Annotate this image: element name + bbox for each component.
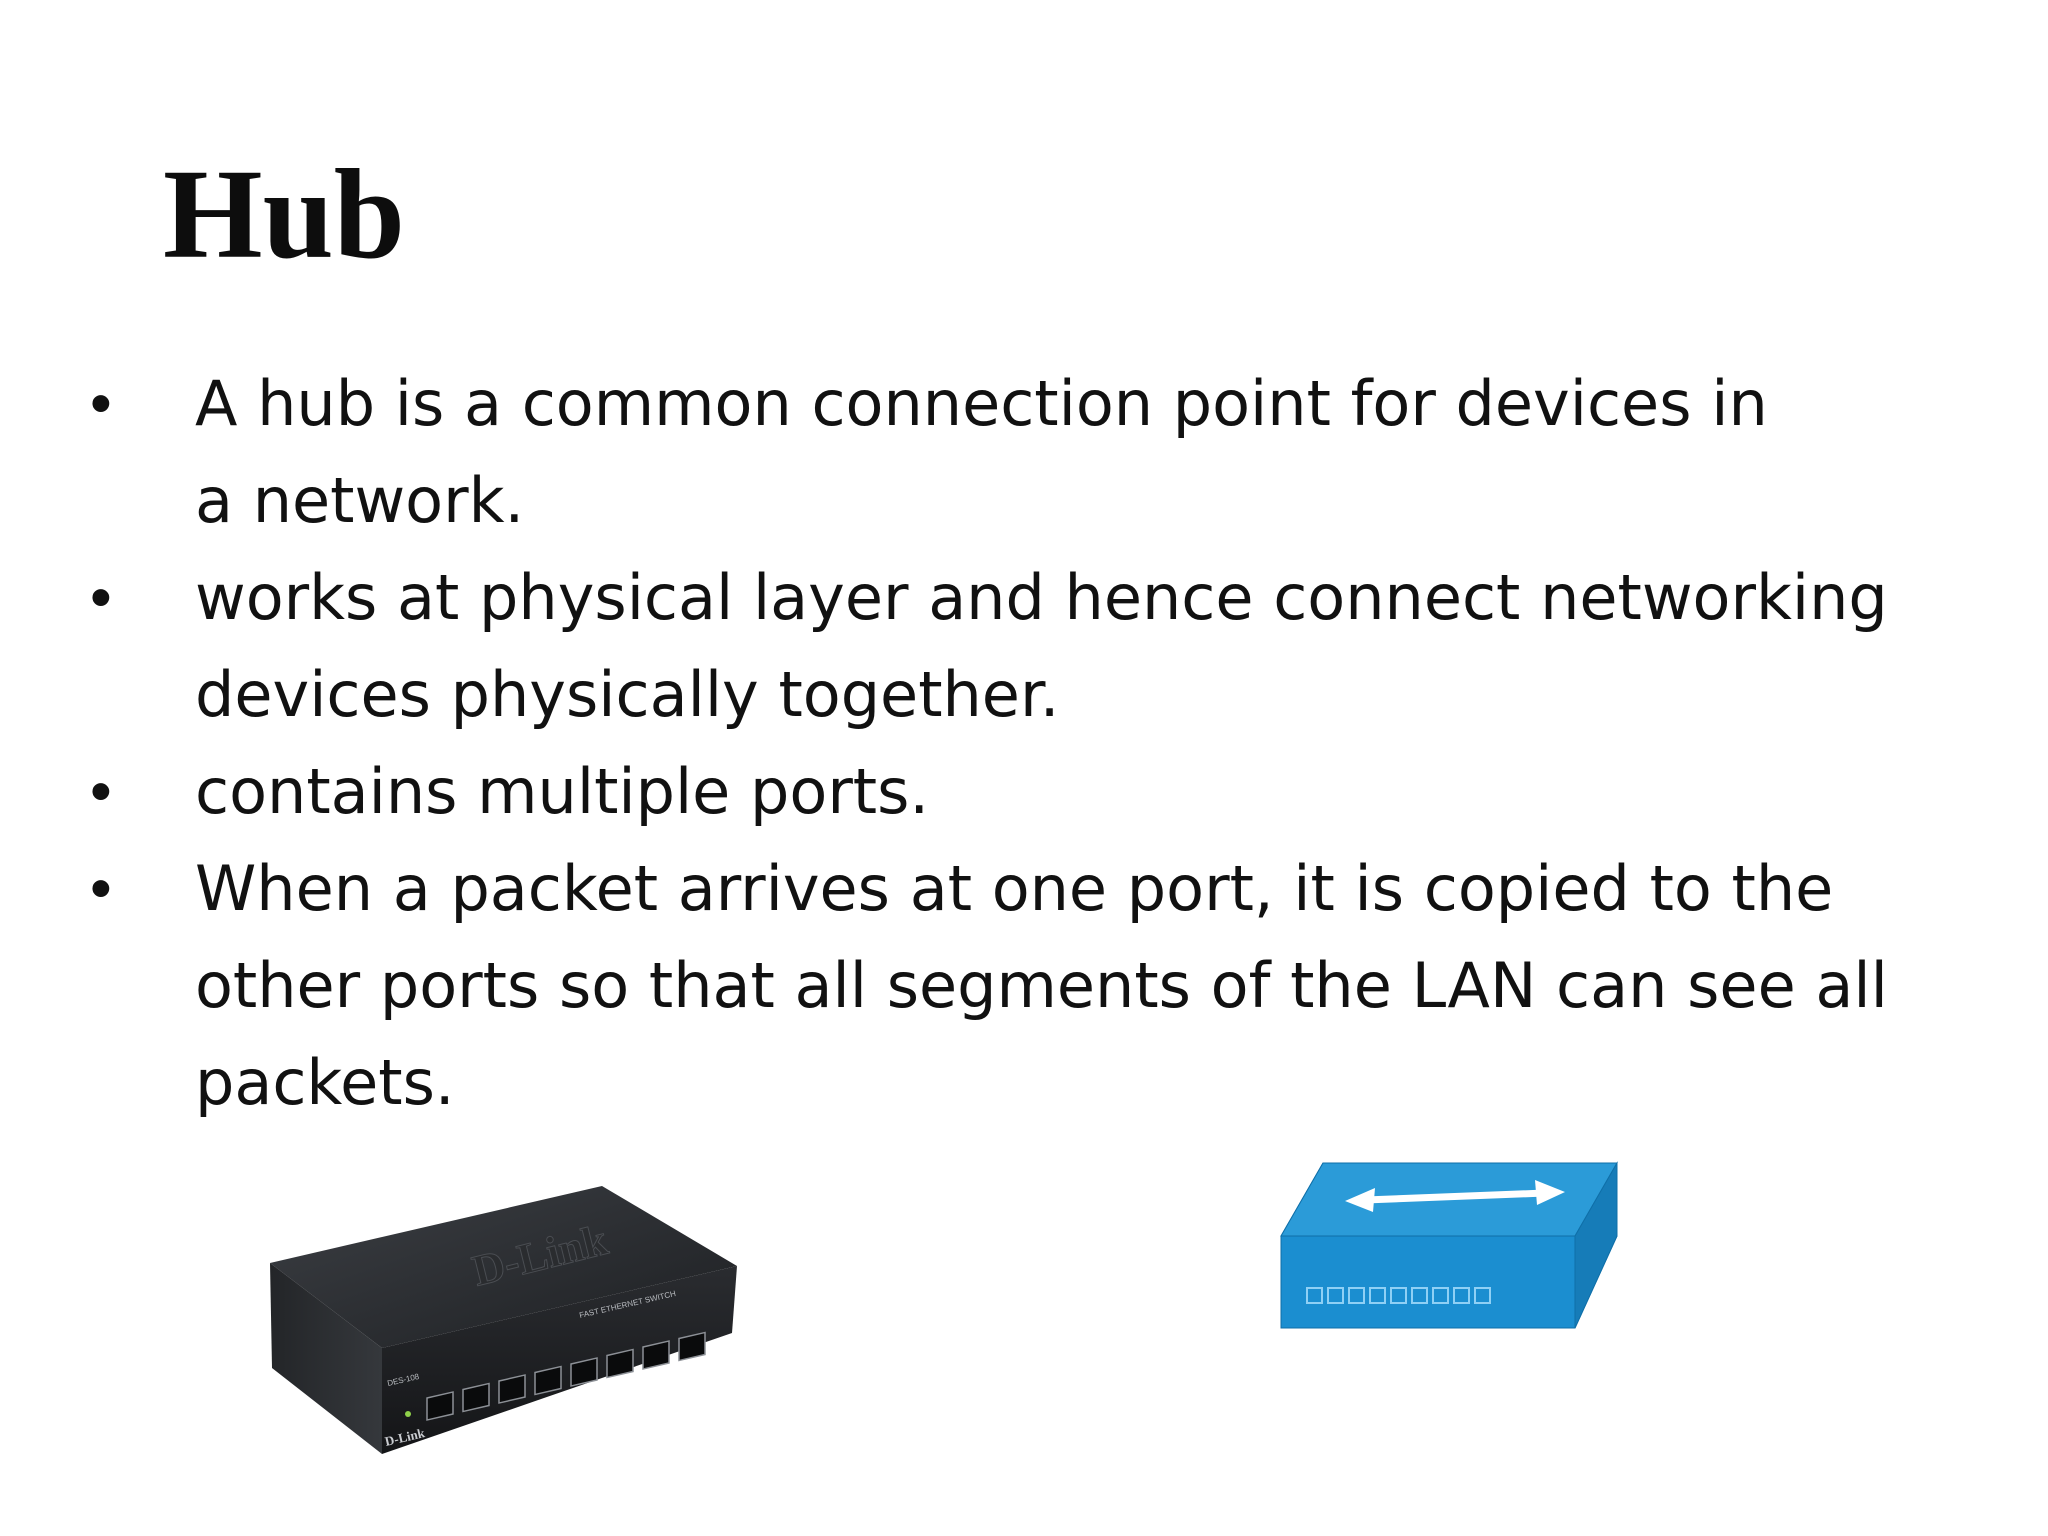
hub-icon-side xyxy=(1574,1161,1618,1329)
switch-photo: D-Link FAST ETHERNET SWITCH DES-108 D-Li… xyxy=(270,1186,737,1454)
bullet-text-line: When a packet arrives at one port, it is… xyxy=(195,852,1834,925)
hub-port-slots xyxy=(1306,1287,1491,1304)
ethernet-port xyxy=(498,1374,526,1404)
bullet-item-4: • When a packet arrives at one port, it … xyxy=(80,840,1980,1131)
ethernet-port xyxy=(642,1340,670,1370)
bullet-marker: • xyxy=(90,563,112,632)
bullet-text-line: other ports so that all segments of the … xyxy=(195,949,1888,1022)
bullet-item-1: • A hub is a common connection point for… xyxy=(80,355,1980,549)
hub-port-slot xyxy=(1432,1287,1449,1304)
hub-icon xyxy=(1280,1161,1618,1329)
hub-port-slot xyxy=(1306,1287,1323,1304)
hub-port-slot xyxy=(1411,1287,1428,1304)
hub-port-slot xyxy=(1474,1287,1491,1304)
hub-port-slot xyxy=(1348,1287,1365,1304)
ethernet-port xyxy=(462,1382,490,1413)
bullet-text-line: works at physical layer and hence connec… xyxy=(195,561,1888,634)
double-arrow-icon xyxy=(1345,1180,1565,1212)
bullet-item-3: • contains multiple ports. xyxy=(80,743,1980,840)
bullet-marker: • xyxy=(90,854,112,923)
ethernet-port xyxy=(426,1391,454,1421)
ethernet-port xyxy=(678,1331,706,1362)
switch-top-face xyxy=(270,1186,737,1348)
power-led xyxy=(405,1411,411,1417)
hub-icon-front xyxy=(1280,1235,1576,1329)
bullet-marker: • xyxy=(90,757,112,826)
hub-port-slot xyxy=(1390,1287,1407,1304)
bullet-marker: • xyxy=(90,369,112,438)
hub-port-slot xyxy=(1327,1287,1344,1304)
bullet-item-2: • works at physical layer and hence conn… xyxy=(80,549,1980,743)
ethernet-port xyxy=(570,1357,598,1387)
bullet-text-line: a network. xyxy=(195,464,525,537)
bullet-text-line: A hub is a common connection point for d… xyxy=(195,367,1768,440)
hub-port-slot xyxy=(1453,1287,1470,1304)
hub-port-slot xyxy=(1369,1287,1386,1304)
slide-title: Hub xyxy=(163,143,405,285)
ethernet-port xyxy=(606,1348,634,1379)
bullet-text-line: packets. xyxy=(195,1046,455,1119)
bullet-text-line: contains multiple ports. xyxy=(195,755,930,828)
switch-side-face xyxy=(270,1263,382,1454)
ethernet-port xyxy=(534,1365,562,1396)
bullet-list: • A hub is a common connection point for… xyxy=(80,355,1980,1131)
bullet-text-line: devices physically together. xyxy=(195,658,1060,731)
switch-port-group xyxy=(426,1331,706,1421)
